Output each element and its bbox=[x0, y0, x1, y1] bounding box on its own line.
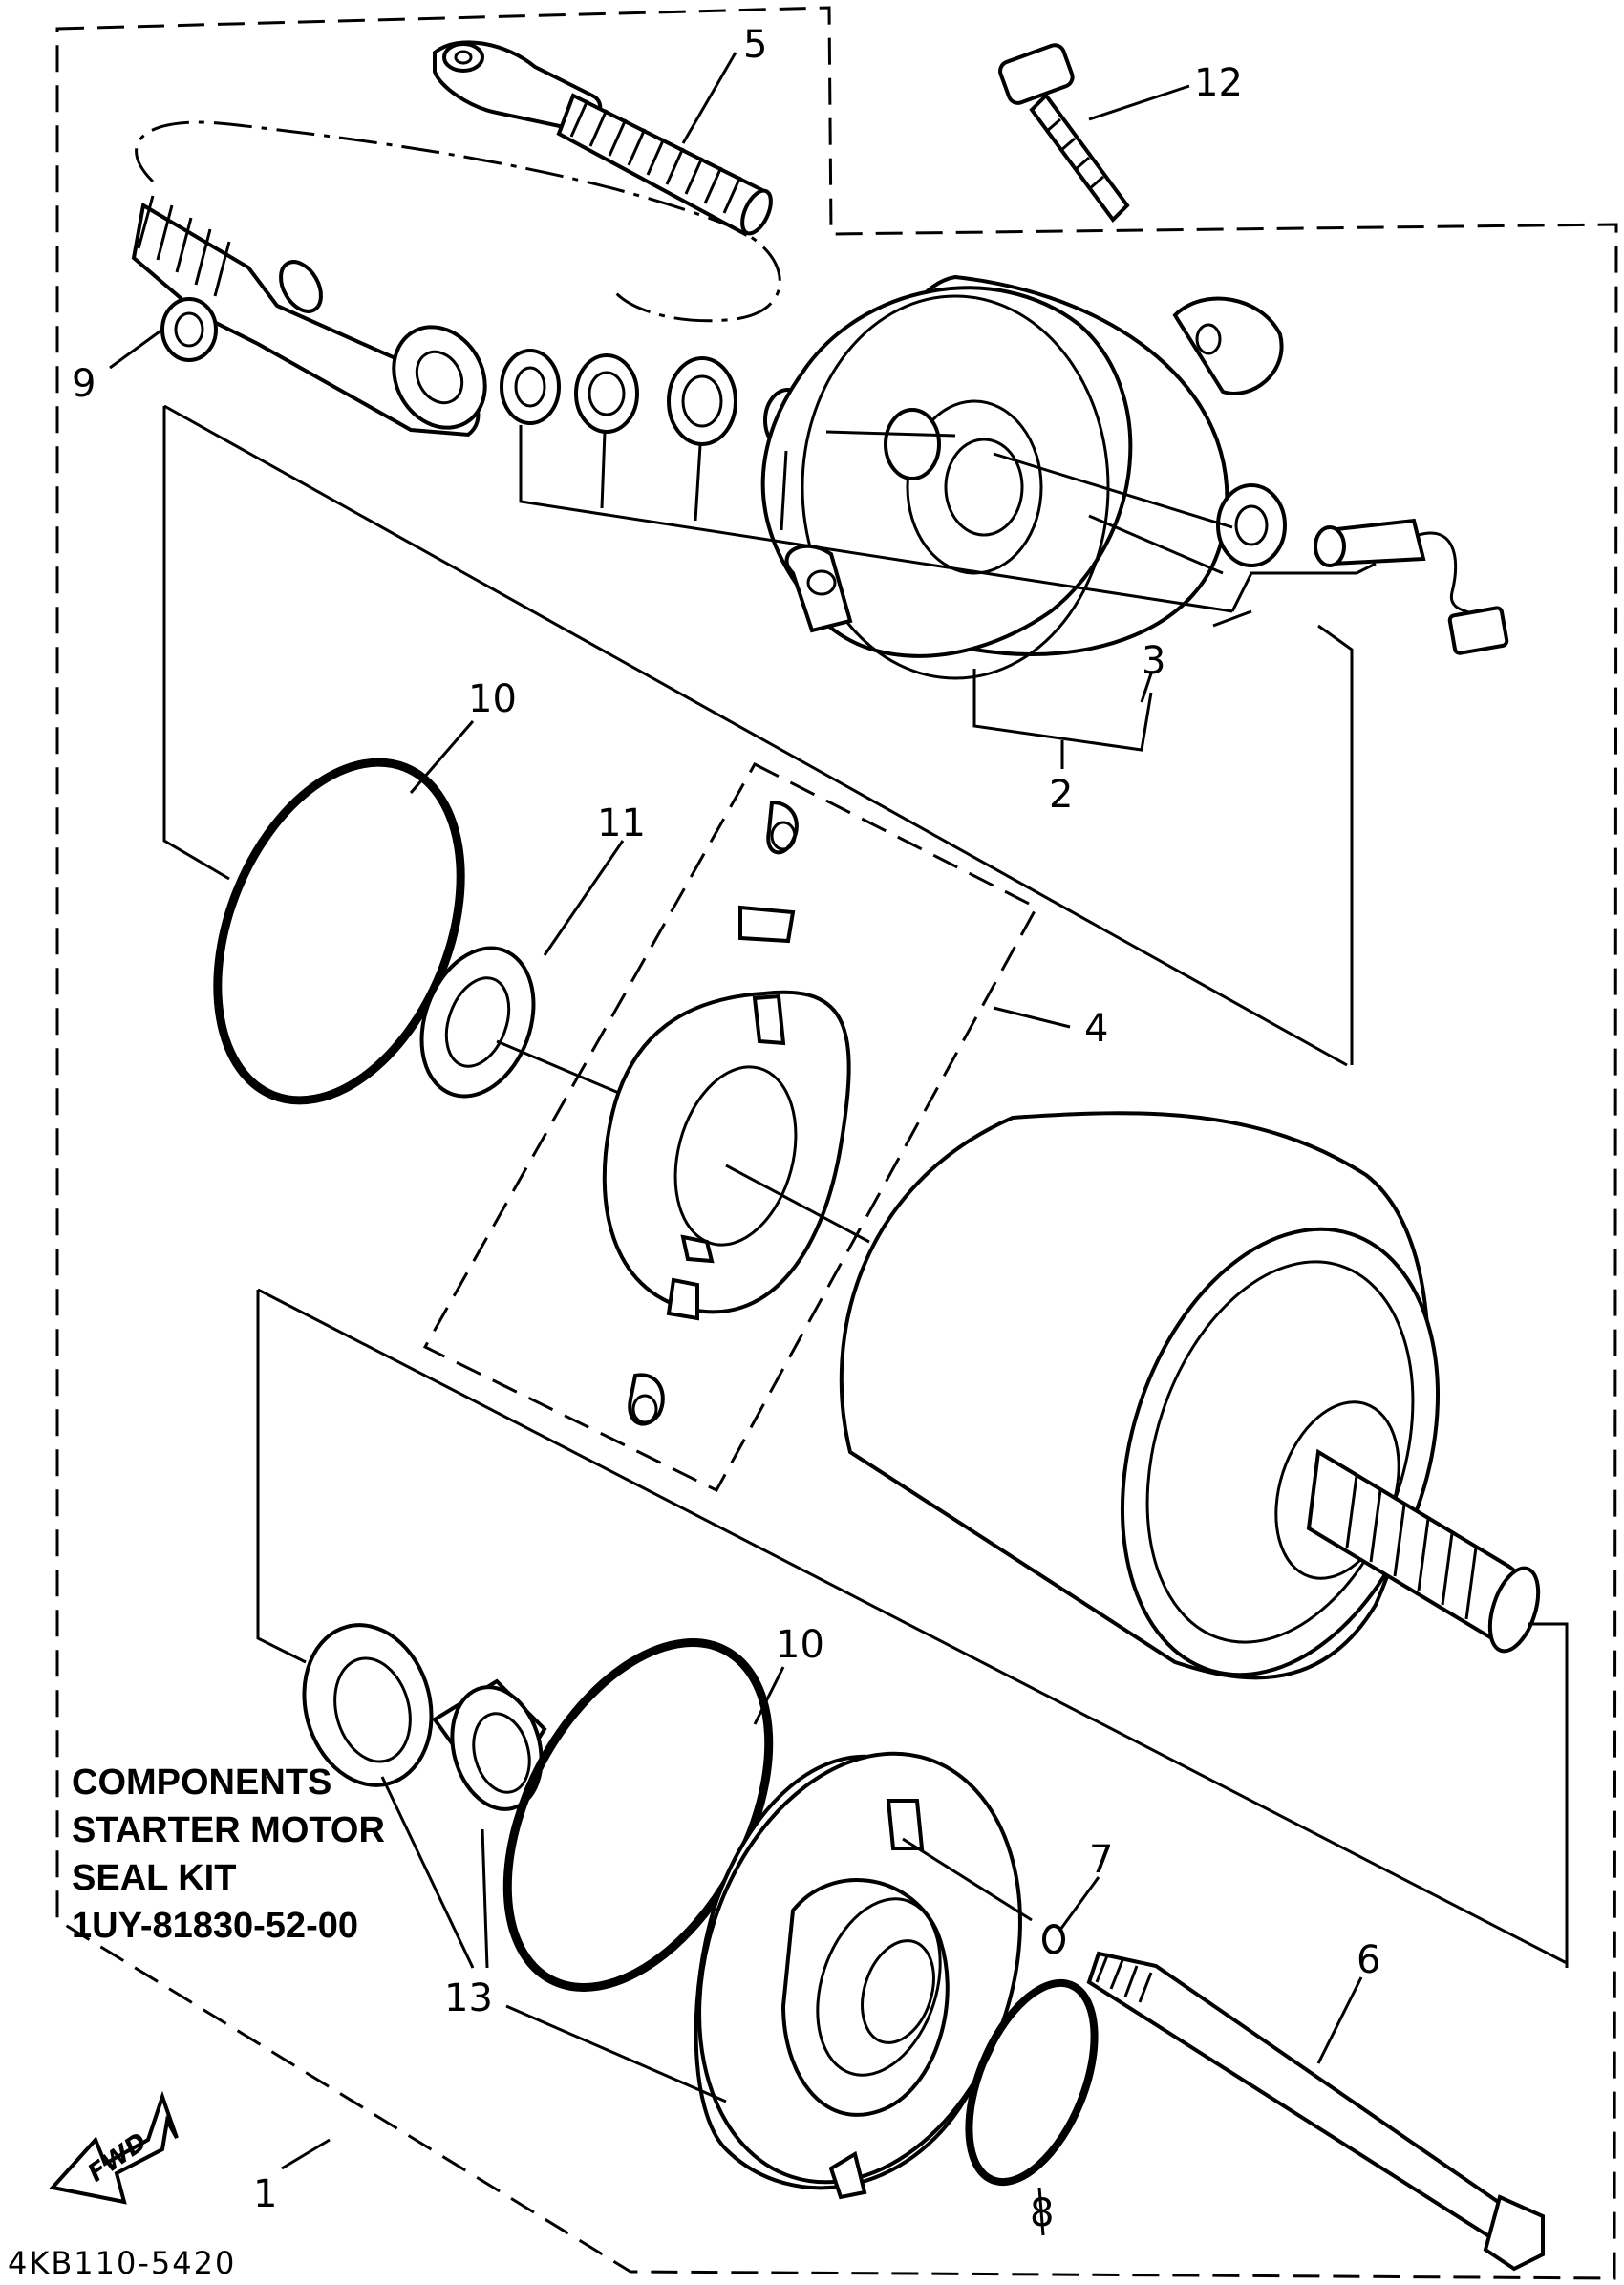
part-9-nut bbox=[160, 297, 218, 362]
part-12-bolt bbox=[998, 43, 1130, 224]
terminal-bolt bbox=[131, 195, 487, 438]
callout-10-upper: 10 bbox=[468, 677, 517, 721]
callout-13: 13 bbox=[444, 1976, 493, 2020]
callout-3: 3 bbox=[1142, 639, 1165, 683]
diagram-code: 4KB110-5420 bbox=[8, 2245, 236, 2281]
brush-lead bbox=[1314, 518, 1509, 655]
callout-9: 9 bbox=[72, 362, 96, 406]
callout-leaders bbox=[109, 52, 1363, 2236]
callout-12: 12 bbox=[1194, 61, 1243, 105]
callout-1: 1 bbox=[253, 2172, 277, 2216]
yoke-armature bbox=[839, 1111, 1541, 1680]
part-13-needle-bearing bbox=[432, 1678, 547, 1811]
callout-11: 11 bbox=[597, 801, 646, 845]
leader-group-3 bbox=[519, 425, 1377, 752]
alignment-lines-upper bbox=[162, 404, 1354, 1067]
callout-8: 8 bbox=[1030, 2191, 1054, 2235]
part-11-washer bbox=[419, 946, 622, 1099]
callout-2: 2 bbox=[1049, 773, 1073, 817]
part-7-o-ring-small bbox=[1042, 1924, 1065, 1954]
assembly-boundary bbox=[55, 6, 1618, 2280]
part-6-through-bolt bbox=[1086, 1951, 1545, 2272]
part-4-brush-plate bbox=[602, 800, 870, 1426]
kit-label-line-1: COMPONENTS bbox=[72, 1762, 331, 1803]
washer-stack bbox=[500, 349, 813, 453]
kit-label-line-2: STARTER MOTOR bbox=[72, 1810, 385, 1850]
part-10-o-ring-upper bbox=[213, 758, 465, 1105]
part-8-o-ring bbox=[965, 1978, 1099, 2187]
seal-kit-label: COMPONENTS STARTER MOTOR SEAL KIT 1UY-81… bbox=[72, 1762, 385, 1946]
callout-7: 7 bbox=[1089, 1838, 1113, 1882]
callout-4: 4 bbox=[1084, 1007, 1108, 1051]
kit-label-line-4: 1UY-81830-52-00 bbox=[72, 1906, 358, 1946]
part-13-oil-seal bbox=[302, 1623, 434, 1787]
part-5-terminal-lead bbox=[433, 40, 773, 237]
part-4-brush-kit-boundary bbox=[422, 762, 1039, 1492]
front-cover-housing bbox=[760, 274, 1287, 680]
kit-label-line-3: SEAL KIT bbox=[72, 1858, 236, 1898]
lead-wire-path bbox=[135, 120, 781, 323]
callout-10-lower: 10 bbox=[776, 1623, 824, 1667]
alignment-lines-lower bbox=[256, 1288, 1569, 1968]
callout-6: 6 bbox=[1357, 1938, 1380, 1982]
callout-5: 5 bbox=[743, 23, 767, 67]
fwd-arrow: FWD bbox=[49, 2090, 179, 2205]
rear-cover bbox=[694, 1751, 1033, 2200]
